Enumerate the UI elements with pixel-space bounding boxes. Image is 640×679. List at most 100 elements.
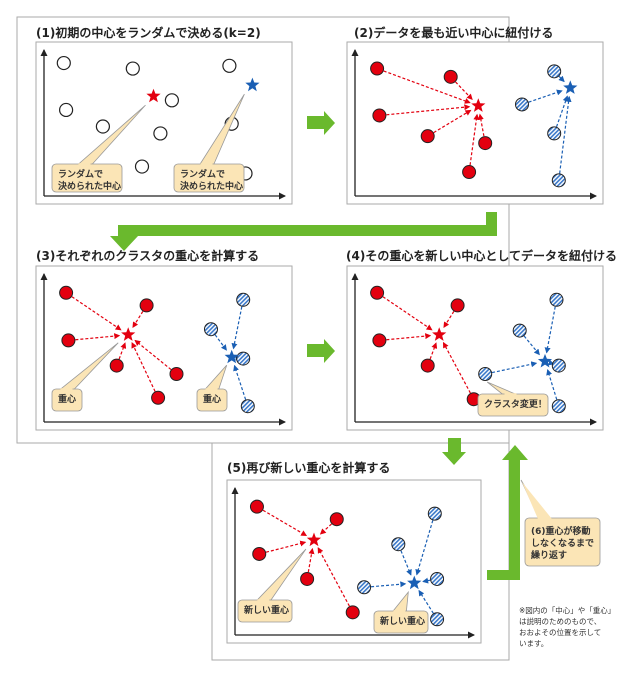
- outer-frame-top: [16, 16, 510, 444]
- callout-text: 重心: [58, 393, 76, 405]
- assignment-arrow: [558, 75, 565, 83]
- callout-text: 重心: [203, 393, 221, 405]
- assignment-arrow: [231, 306, 243, 350]
- red-centroid-star: [471, 98, 486, 112]
- data-point-blue: [236, 351, 251, 366]
- data-point-blue: [204, 322, 218, 337]
- data-point-red: [372, 333, 387, 348]
- assignment-arrow: [214, 334, 227, 351]
- repeat-callout-line3: 繰り返す: [531, 549, 567, 561]
- assignment-arrow: [433, 109, 472, 134]
- arrow-3-to-4: [307, 339, 335, 363]
- callout-text: 新しい重心: [244, 604, 289, 616]
- repeat-callout-line1: (6)重心が移動: [531, 525, 591, 537]
- callout-text: 決められた中心: [58, 180, 121, 192]
- blue-centroid-star: [563, 80, 578, 94]
- blue-center-star: [245, 77, 260, 92]
- assignment-arrow: [307, 547, 315, 573]
- assignment-arrow: [134, 339, 172, 371]
- assignment-arrow: [262, 509, 308, 537]
- blue-centroid-star: [407, 575, 422, 590]
- data-point-blue: [515, 97, 529, 112]
- data-point-blue: [478, 367, 493, 381]
- callout-centroid-red: 重心: [51, 342, 119, 412]
- panel-2-title: (2)データを最も近い中心に紐付ける: [354, 25, 553, 40]
- footnote: ※図内の「中心」や「重心」 は説明のためのもので、 おおよその位置を示して いま…: [519, 605, 615, 648]
- assignment-arrow: [455, 81, 473, 101]
- assignment-arrow: [75, 333, 121, 341]
- data-point-red: [478, 136, 493, 151]
- callout-new-centroid-blue: 新しい重心: [373, 590, 429, 634]
- panel-3-plot: 重心 重心: [35, 265, 293, 431]
- repeat-callout: (6)重心が移動 しなくなるまで 繰り返す: [520, 479, 601, 567]
- data-point-red: [249, 499, 264, 514]
- assignment-arrow: [132, 311, 144, 329]
- data-point-blue: [547, 64, 562, 79]
- panel-4-plot: クラスタ変更！: [346, 265, 604, 431]
- data-point-red: [169, 367, 184, 381]
- callout-new-centroid-red: 新しい重心: [237, 548, 307, 623]
- red-centroid-star: [121, 327, 136, 341]
- data-point-red: [329, 512, 344, 527]
- assignment-arrow: [319, 523, 332, 535]
- callout-text: ランダムで: [180, 168, 225, 180]
- assignment-arrow: [442, 341, 471, 394]
- assignment-arrow: [477, 113, 485, 137]
- assignment-arrow: [491, 361, 538, 374]
- assignment-arrow: [528, 89, 563, 103]
- data-point: [56, 55, 71, 71]
- data-point-blue: [391, 537, 406, 552]
- data-point: [58, 102, 74, 118]
- panel-4-title: (4)その重心を新しい中心としてデータを紐付ける: [346, 248, 617, 263]
- assignment-arrow: [546, 369, 558, 400]
- red-centroid-star: [306, 532, 322, 547]
- data-point-blue: [547, 126, 562, 141]
- callout-text: ランダムで: [58, 168, 103, 180]
- assignment-arrow: [317, 547, 350, 607]
- footnote-line3: おおよその位置を示して: [519, 627, 601, 637]
- data-point-red: [372, 108, 387, 123]
- data-point-red: [300, 571, 315, 586]
- assignment-arrow: [371, 581, 407, 588]
- arrow-2-to-3: [110, 212, 497, 251]
- blue-centroid-star: [224, 349, 239, 364]
- data-point: [134, 159, 150, 174]
- data-point-blue: [427, 506, 442, 521]
- callout-cluster-changed: クラスタ変更！: [477, 381, 549, 417]
- callout-text: 決められた中心: [180, 180, 243, 192]
- blue-centroid-star: [537, 353, 553, 368]
- assignment-arrow: [415, 520, 434, 576]
- data-point-blue: [430, 612, 445, 627]
- data-point: [222, 58, 237, 73]
- data-point: [95, 119, 111, 134]
- assignment-arrow: [386, 104, 471, 116]
- data-point-blue: [551, 358, 566, 373]
- assignment-arrow: [443, 311, 455, 329]
- panel-5-title: (5)再び新しい重心を計算する: [227, 460, 390, 475]
- assignment-arrow: [400, 550, 412, 576]
- data-point-red: [370, 61, 385, 76]
- data-point-red: [462, 165, 477, 180]
- data-point-red: [345, 605, 360, 620]
- assignment-arrow: [383, 70, 471, 104]
- assignment-arrow: [386, 333, 432, 341]
- data-point-blue: [549, 292, 564, 307]
- data-point-red: [370, 285, 385, 300]
- assignment-arrow: [418, 589, 434, 614]
- data-point-red: [109, 358, 124, 373]
- red-center-star: [146, 88, 161, 103]
- assignment-arrow: [559, 95, 572, 174]
- data-point-blue: [430, 571, 445, 586]
- data-point-red: [252, 546, 267, 561]
- assignment-arrow: [422, 577, 431, 584]
- assignment-arrow: [544, 306, 556, 354]
- callout-text: 新しい重心: [380, 615, 425, 627]
- data-point-red: [443, 69, 458, 84]
- data-point-blue: [357, 580, 372, 595]
- data-point-red: [450, 298, 465, 313]
- data-point-blue: [551, 173, 566, 188]
